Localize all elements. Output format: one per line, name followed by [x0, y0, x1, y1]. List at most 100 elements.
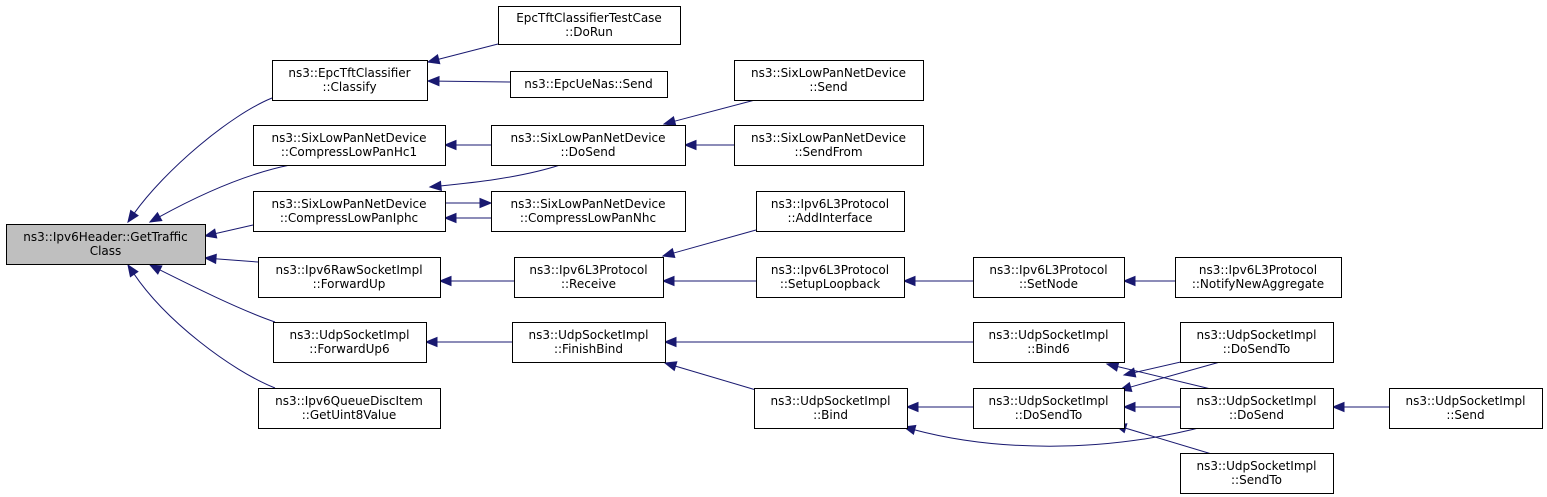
node-box[interactable]	[510, 71, 668, 98]
node-box[interactable]	[734, 60, 924, 101]
node-label: ns3::UdpSocketImpl	[1197, 394, 1317, 408]
node-box[interactable]	[272, 60, 428, 101]
arrowhead-icon	[1105, 361, 1120, 372]
edge-sixdosend-to-iphc	[428, 164, 561, 192]
node-box[interactable]	[512, 322, 666, 363]
node-box[interactable]	[754, 388, 908, 429]
node-l3recv[interactable]: ns3::Ipv6L3Protocol::Receive	[514, 257, 664, 298]
edge-finbind-to-udpfwd6	[424, 336, 512, 348]
node-box[interactable]	[253, 125, 446, 166]
arrowhead-icon	[661, 275, 675, 287]
node-box[interactable]	[973, 257, 1125, 298]
node-box[interactable]	[756, 191, 905, 232]
node-iphc[interactable]: ns3::SixLowPanNetDevice::CompressLowPanI…	[253, 191, 446, 232]
node-label: ::NotifyNewAggregate	[1192, 277, 1324, 291]
edge-line	[674, 365, 757, 391]
node-box[interactable]	[1180, 388, 1334, 429]
edge-qdisc-to-root	[127, 263, 276, 389]
node-box[interactable]	[491, 191, 686, 232]
arrowhead-icon	[443, 212, 457, 224]
edge-bind-to-finbind	[663, 361, 757, 391]
node-label: ns3::UdpSocketImpl	[529, 328, 649, 342]
edge-udpsend-to-udpdosend	[1331, 401, 1389, 413]
arrowhead-icon	[424, 336, 438, 348]
edge-setloop-to-l3recv	[661, 275, 756, 287]
arrowhead-icon	[479, 197, 493, 209]
node-box[interactable]	[253, 191, 446, 232]
node-label: ::Bind	[813, 408, 848, 422]
node-label: ns3::EpcTftClassifier	[288, 66, 410, 80]
node-box[interactable]	[1389, 388, 1543, 429]
node-label: ns3::Ipv6Header::GetTraffic	[23, 230, 187, 244]
edge-tftrun-to-classify	[426, 43, 499, 65]
node-label: ::FinishBind	[554, 342, 623, 356]
node-dosendto2[interactable]: ns3::UdpSocketImpl::DoSendTo	[1180, 322, 1334, 363]
edge-sixdosend-to-hc1	[443, 139, 491, 151]
node-label: ::SetNode	[1019, 277, 1078, 291]
node-label: ns3::SixLowPanNetDevice	[271, 197, 426, 211]
node-sixdosend[interactable]: ns3::SixLowPanNetDevice::DoSend	[491, 125, 686, 166]
node-label: ns3::Ipv6QueueDiscItem	[275, 394, 423, 408]
node-uenas[interactable]: ns3::EpcUeNas::Send	[510, 71, 668, 98]
node-qdisc[interactable]: ns3::Ipv6QueueDiscItem::GetUint8Value	[258, 388, 441, 429]
node-box[interactable]	[1180, 453, 1334, 494]
node-classify[interactable]: ns3::EpcTftClassifier::Classify	[272, 60, 428, 101]
node-label: ::Classify	[322, 80, 376, 94]
node-notify[interactable]: ns3::Ipv6L3Protocol::NotifyNewAggregate	[1175, 257, 1342, 298]
edge-sixfrom-to-sixdosend	[683, 139, 734, 151]
node-dosendto1[interactable]: ns3::UdpSocketImpl::DoSendTo	[973, 388, 1125, 429]
node-box[interactable]	[273, 322, 427, 363]
node-box[interactable]	[734, 125, 924, 166]
edge-nhc-to-iphc	[443, 212, 491, 224]
node-box[interactable]	[258, 257, 441, 298]
node-box[interactable]	[973, 322, 1125, 363]
node-box[interactable]	[973, 388, 1125, 429]
node-box[interactable]	[258, 388, 441, 429]
node-label: ::DoSendTo	[1015, 408, 1083, 422]
node-label: ::SendTo	[1231, 473, 1282, 487]
node-label: ::DoSendTo	[1223, 342, 1291, 356]
node-rawfwd[interactable]: ns3::Ipv6RawSocketImpl::ForwardUp	[258, 257, 441, 298]
node-box[interactable]	[1175, 257, 1342, 298]
node-setnode[interactable]: ns3::Ipv6L3Protocol::SetNode	[973, 257, 1125, 298]
arrowhead-icon	[683, 139, 697, 151]
arrowhead-icon	[1122, 275, 1136, 287]
node-tftrun[interactable]: EpcTftClassifierTestCase::DoRun	[498, 6, 681, 45]
edge-line	[158, 269, 276, 323]
node-sixfrom[interactable]: ns3::SixLowPanNetDevice::SendFrom	[734, 125, 924, 166]
node-sendto[interactable]: ns3::UdpSocketImpl::SendTo	[1180, 453, 1334, 494]
node-addif[interactable]: ns3::Ipv6L3Protocol::AddInterface	[756, 191, 905, 232]
node-udpsend[interactable]: ns3::UdpSocketImpl::Send	[1389, 388, 1543, 429]
node-udpfwd6[interactable]: ns3::UdpSocketImpl::ForwardUp6	[273, 322, 427, 363]
edge-uenas-to-classify	[426, 75, 511, 87]
node-label: ns3::SixLowPanNetDevice	[510, 131, 665, 145]
node-label: ns3::SixLowPanNetDevice	[751, 66, 906, 80]
node-label: ns3::Ipv6L3Protocol	[771, 197, 889, 211]
arrowhead-icon	[1331, 401, 1345, 413]
node-box[interactable]	[498, 6, 681, 45]
node-bind[interactable]: ns3::UdpSocketImpl::Bind	[754, 388, 908, 429]
node-label: ns3::UdpSocketImpl	[989, 328, 1109, 342]
node-finbind[interactable]: ns3::UdpSocketImpl::FinishBind	[512, 322, 666, 363]
node-box[interactable]	[1180, 322, 1334, 363]
arrowhead-icon	[203, 228, 218, 239]
node-bind6[interactable]: ns3::UdpSocketImpl::Bind6	[973, 322, 1125, 363]
node-udpdosend[interactable]: ns3::UdpSocketImpl::DoSend	[1180, 388, 1334, 429]
node-box[interactable]	[514, 257, 664, 298]
node-nhc[interactable]: ns3::SixLowPanNetDevice::CompressLowPanN…	[491, 191, 686, 232]
node-sixsend[interactable]: ns3::SixLowPanNetDevice::Send	[734, 60, 924, 101]
edge-udpfwd6-to-root	[148, 264, 276, 323]
node-label: ns3::Ipv6L3Protocol	[989, 263, 1107, 277]
node-box[interactable]	[6, 224, 206, 265]
node-label: ns3::SixLowPanNetDevice	[751, 131, 906, 145]
node-box[interactable]	[756, 257, 905, 298]
node-box[interactable]	[491, 125, 686, 166]
edges-layer	[127, 43, 1389, 456]
node-setloop[interactable]: ns3::Ipv6L3Protocol::SetupLoopback	[756, 257, 905, 298]
edge-bind6-to-finbind	[663, 336, 973, 348]
node-hc1[interactable]: ns3::SixLowPanNetDevice::CompressLowPanH…	[253, 125, 446, 166]
edge-line	[133, 97, 273, 215]
arrowhead-icon	[663, 361, 678, 372]
